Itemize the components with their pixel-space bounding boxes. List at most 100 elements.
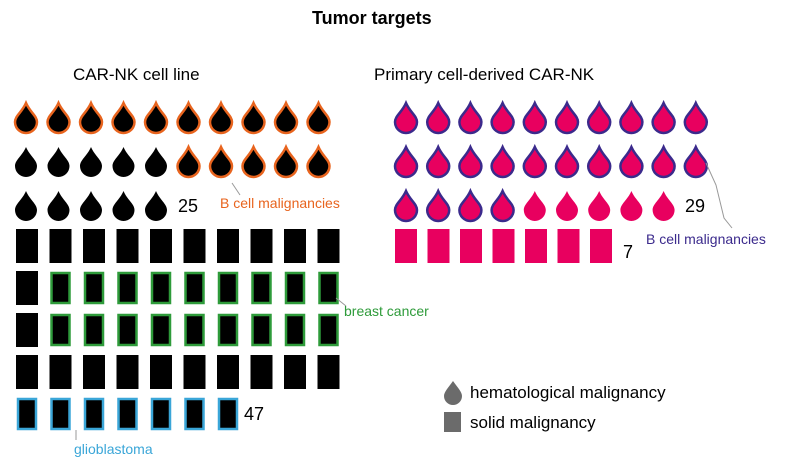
square-icon <box>250 355 273 389</box>
breast-cancer-square-icon <box>184 271 205 305</box>
drop-icon <box>15 191 37 221</box>
b-cell-drop-icon <box>241 143 266 179</box>
b-cell-drop-icon <box>176 99 201 135</box>
breast-cancer-label: breast cancer <box>344 303 429 319</box>
b-cell-drop-icon <box>554 99 580 135</box>
square-icon <box>116 229 139 263</box>
right-panel-heading: Primary cell-derived CAR-NK <box>374 65 595 84</box>
square-icon <box>492 229 515 263</box>
drop-icon <box>652 191 675 222</box>
breast-cancer-square-icon <box>83 271 105 305</box>
breast-cancer-square-icon <box>284 313 306 347</box>
b-cell-drop-icon <box>306 99 331 135</box>
square-icon <box>590 229 612 263</box>
b-cell-right-leader-line <box>705 162 733 229</box>
b-cell-drop-icon <box>13 99 39 135</box>
b-cell-drop-icon <box>683 99 709 135</box>
breast-cancer-square-icon <box>318 313 339 347</box>
figure-title: Tumor targets <box>312 8 432 28</box>
square-icon <box>16 313 38 347</box>
b-cell-drop-icon <box>425 187 451 223</box>
square-icon <box>317 355 340 389</box>
square-icon <box>49 229 72 263</box>
b-cell-drop-icon <box>208 143 234 179</box>
glioblastoma-label: glioblastoma <box>74 441 153 457</box>
b-cell-drop-icon <box>78 99 104 135</box>
breast-leader-line <box>335 297 347 307</box>
breast-cancer-square-icon <box>150 313 172 347</box>
legend-drop-icon <box>444 381 462 405</box>
b-cell-drop-icon <box>111 99 136 135</box>
right-solid-icons <box>395 229 612 263</box>
drop-icon <box>15 147 37 177</box>
b-cell-drop-icon <box>522 143 548 179</box>
square-icon <box>395 229 417 263</box>
breast-cancer-square-icon <box>117 271 138 305</box>
square-icon <box>557 229 580 263</box>
square-icon <box>83 355 105 389</box>
b-cell-drop-icon <box>458 143 483 179</box>
left-hematological-icons <box>13 99 331 222</box>
b-cell-drop-icon <box>143 99 169 135</box>
square-icon <box>525 229 547 263</box>
square-icon <box>183 355 206 389</box>
square-icon <box>317 229 340 263</box>
drop-icon <box>588 191 611 222</box>
breast-cancer-square-icon <box>150 271 172 305</box>
square-icon <box>83 229 105 263</box>
square-icon <box>284 355 306 389</box>
b-cell-left-leader-line <box>231 182 241 196</box>
b-cell-drop-icon <box>490 99 515 135</box>
b-cell-right-label: B cell malignancies <box>646 231 766 247</box>
square-icon <box>150 355 172 389</box>
left-hematological-count: 25 <box>178 196 198 216</box>
glioblastoma-square-icon <box>150 397 172 431</box>
square-icon <box>250 229 273 263</box>
b-cell-drop-icon <box>425 143 451 179</box>
b-cell-drop-icon <box>306 143 331 179</box>
b-cell-drop-icon <box>273 99 299 135</box>
square-icon <box>16 355 38 389</box>
drop-icon <box>112 191 135 222</box>
breast-cancer-square-icon <box>217 313 239 347</box>
b-cell-drop-icon <box>554 143 580 179</box>
glioblastoma-square-icon <box>50 397 71 431</box>
b-cell-drop-icon <box>458 187 483 223</box>
left-solid-count: 47 <box>244 404 264 424</box>
square-icon <box>16 229 38 263</box>
b-cell-drop-icon <box>208 99 234 135</box>
square-icon <box>150 229 172 263</box>
square-icon <box>427 229 450 263</box>
left-panel-heading: CAR-NK cell line <box>73 65 200 84</box>
b-cell-drop-icon <box>586 143 612 179</box>
b-cell-drop-icon <box>425 99 451 135</box>
b-cell-drop-icon <box>241 99 266 135</box>
b-cell-drop-icon <box>619 143 644 179</box>
b-cell-drop-icon <box>458 99 483 135</box>
drop-icon <box>112 147 135 178</box>
b-cell-drop-icon <box>393 187 419 223</box>
glioblastoma-square-icon <box>83 397 105 431</box>
square-icon <box>116 355 139 389</box>
drop-icon <box>80 147 102 177</box>
b-cell-drop-icon <box>393 143 419 179</box>
breast-cancer-square-icon <box>50 271 71 305</box>
drop-icon <box>145 147 167 177</box>
square-icon <box>49 355 72 389</box>
breast-cancer-square-icon <box>318 271 339 305</box>
breast-cancer-square-icon <box>117 313 138 347</box>
breast-cancer-square-icon <box>83 313 105 347</box>
b-cell-drop-icon <box>651 143 676 179</box>
b-cell-drop-icon <box>490 143 515 179</box>
left-solid-icons <box>16 229 340 431</box>
square-icon <box>217 229 239 263</box>
right-solid-count: 7 <box>623 242 633 262</box>
drop-icon <box>47 191 70 222</box>
b-cell-drop-icon <box>490 187 515 223</box>
drop-icon <box>523 191 546 222</box>
breast-cancer-square-icon <box>50 313 71 347</box>
breast-cancer-square-icon <box>184 313 205 347</box>
square-icon <box>16 271 38 305</box>
square-icon <box>217 355 239 389</box>
